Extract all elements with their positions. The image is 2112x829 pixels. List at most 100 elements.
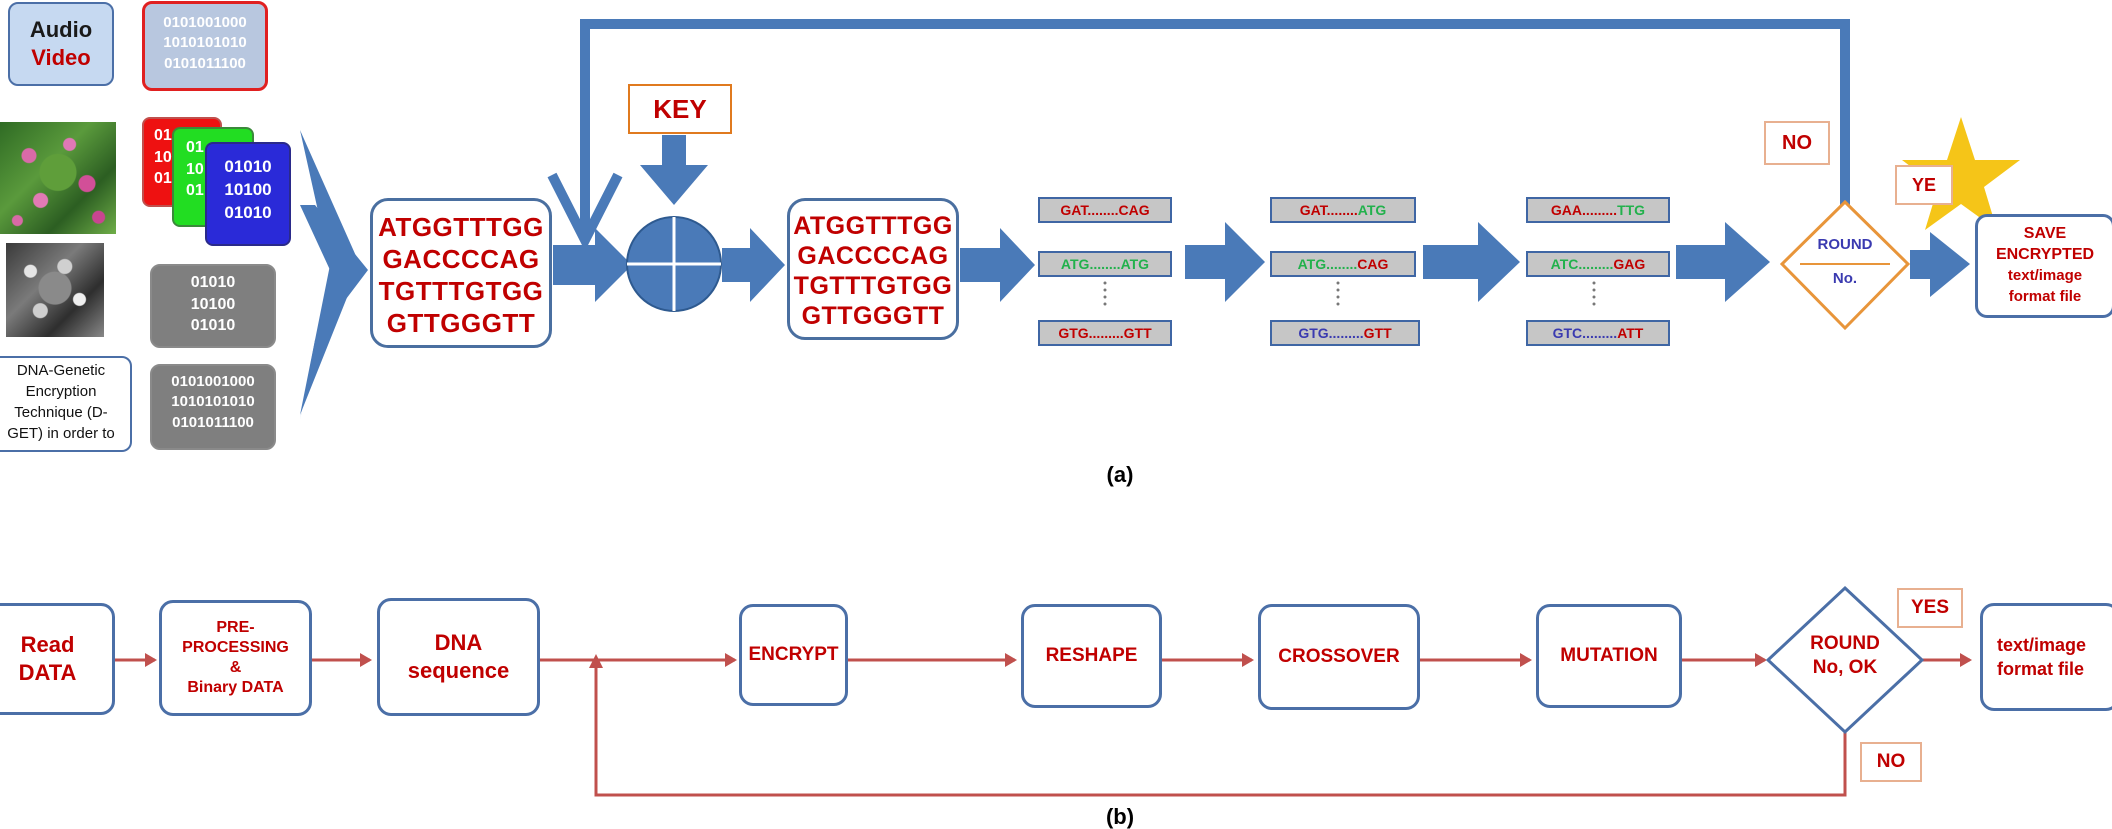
arrow-to-save [1910, 232, 1970, 297]
mutation-box: MUTATION [1536, 604, 1682, 708]
binary-line: 01010 [224, 157, 272, 176]
dna-output-sequence-box: ATGGTTTGG GACCCCAG TGTTTGTGG GTTGGGTT [787, 198, 959, 340]
binary-line: 10100 [224, 179, 272, 199]
key-label: KEY [653, 93, 707, 124]
output-format-box: text/image format file [1980, 603, 2112, 711]
binary-line: 10100 [190, 295, 236, 313]
big-chevron-arrow-body [300, 130, 360, 415]
seq-dots: ........ [1326, 202, 1358, 218]
dna-line: ATGGTTTGG [793, 212, 953, 240]
round-ok-line: No, OK [1812, 657, 1878, 678]
no-label: NO [1876, 751, 1906, 772]
seq-dots: ......... [1582, 202, 1618, 218]
seq-start: GTG [1298, 325, 1329, 341]
encrypt-label: ENCRYPT [748, 644, 839, 665]
audio-label: Audio [29, 17, 93, 42]
dna-seq-line: DNA [434, 630, 483, 655]
reshape-box: RESHAPE [1021, 604, 1162, 708]
binary-block-gray-large: 0101001000 1010101010 0101011100 [150, 364, 276, 450]
crossover-seq-1: GAT........ATG [1270, 197, 1416, 223]
save-encrypted-box: SAVE ENCRYPTED text/image format file [1975, 214, 2112, 318]
key-arrow [640, 135, 708, 205]
binary-line: 01 [154, 127, 172, 144]
seq-dots: ........ [1089, 256, 1121, 272]
dna-line: GTTGGGTT [386, 308, 536, 338]
key-box: KEY [628, 84, 732, 134]
feedback-loop-line [580, 19, 1850, 238]
xor-operator-icon [626, 216, 722, 312]
description-line: DNA-Genetic [16, 362, 106, 379]
seq-start: ATG [1060, 256, 1090, 272]
binary-line: 01 [154, 170, 172, 188]
seq-start: ATG [1297, 256, 1327, 272]
arrow-to-reshape [960, 228, 1035, 302]
binary-block-gray-small: 01010 10100 01010 [150, 264, 276, 348]
crossover-box: CROSSOVER [1258, 604, 1420, 710]
preprocess-line: Binary DATA [187, 679, 284, 696]
crossover-seq-2: ATG........CAG [1270, 251, 1416, 277]
no-label: NO [1782, 131, 1812, 154]
save-line: SAVE [2023, 225, 2067, 242]
binary-line: 10 [186, 160, 204, 178]
round-no-label: No. [1832, 270, 1858, 287]
reshape-label: RESHAPE [1045, 645, 1138, 666]
seq-end: GTT [1123, 325, 1152, 341]
binary-line: 01010 [224, 202, 272, 222]
binary-line: 01 [186, 182, 204, 200]
save-line: ENCRYPTED [1995, 246, 2095, 263]
preprocess-line: PROCESSING [182, 639, 289, 656]
binary-block-audio: 0101001000 1010101010 0101011100 [142, 1, 268, 91]
round-ok-label: ROUND No, OK [1790, 632, 1900, 680]
seq-start: GTG [1058, 325, 1089, 341]
binary-line: 0101011100 [164, 54, 246, 72]
round-ok-decision-diamond [1765, 585, 1925, 735]
feedback-loop-arrowhead [547, 172, 623, 252]
round-ok-line: ROUND [1810, 633, 1880, 654]
binary-line: 0101001000 [163, 14, 247, 31]
mutation-seq-2: ATC.........GAG [1526, 251, 1670, 277]
binary-line: 01010 [190, 274, 236, 291]
no-label-box: NO [1764, 121, 1830, 165]
seq-dots: ........ [1326, 256, 1358, 272]
yes-label-box: YE [1895, 165, 1953, 205]
dna-line: ATGGTTTGG [378, 212, 544, 242]
seq-end: CAG [1357, 256, 1389, 272]
binary-line: 01010 [190, 317, 236, 335]
video-label: Video [31, 45, 91, 70]
binary-line: 1010101010 [163, 34, 247, 52]
seq-end: ATG [1357, 202, 1387, 218]
save-line: format file [2008, 288, 2082, 305]
dna-line: GTTGGGTT [801, 302, 945, 330]
description-box: DNA-Genetic Encryption Technique (D- GET… [0, 356, 132, 452]
seq-start: GAT [1060, 202, 1088, 218]
yes-label: YE [1911, 174, 1936, 195]
binary-line: 0101011100 [172, 413, 254, 431]
seq-dots: ......... [1328, 325, 1364, 341]
seq-dots: ......... [1088, 325, 1124, 341]
save-line: text/image [2007, 267, 2083, 284]
seq-start: GTC [1552, 325, 1583, 341]
seq-start: ATC [1550, 256, 1579, 272]
binary-line: 0101001000 [171, 373, 255, 390]
read-line: DATA [18, 660, 77, 685]
audio-video-box: Audio Video [8, 2, 114, 86]
seq-end: GTT [1363, 325, 1392, 341]
mutation-seq-1: GAA.........TTG [1526, 197, 1670, 223]
binary-line: 1010101010 [171, 393, 255, 411]
encrypt-box: ENCRYPT [739, 604, 848, 706]
no-label-box-b: NO [1860, 742, 1922, 782]
description-line: Technique (D- [14, 404, 108, 421]
mutation-label: MUTATION [1560, 645, 1658, 666]
arrow-to-decision [1676, 222, 1770, 302]
seq-end: ATT [1617, 325, 1644, 341]
crossover-label: CROSSOVER [1278, 646, 1400, 667]
seq-end: GAG [1613, 256, 1646, 272]
binary-block-blue: 01010 10100 01010 [205, 142, 291, 246]
dna-line: TGTTTGTGG [793, 272, 953, 300]
reshape-seq-3: GTG.........GTT [1038, 320, 1172, 346]
seq-end: CAG [1118, 202, 1150, 218]
dna-input-sequence-box: ATGGTTTGG GACCCCAG TGTTTGTGG GTTGGGTT [370, 198, 552, 348]
